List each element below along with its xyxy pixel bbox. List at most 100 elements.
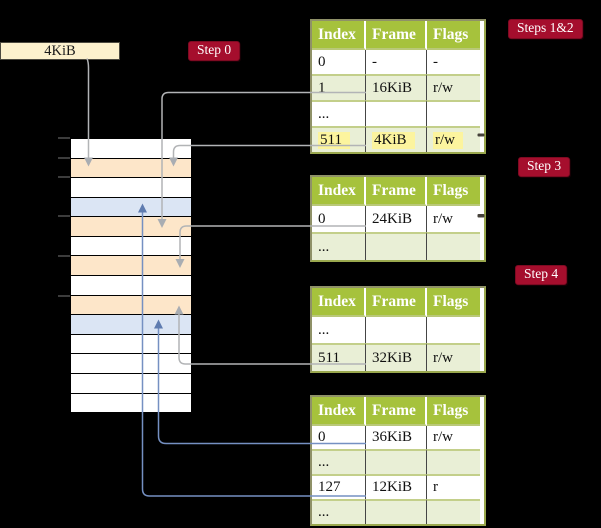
memory-row-white: [71, 373, 191, 394]
table-cell: 127: [312, 474, 366, 499]
table-cell: 36KiB: [366, 426, 427, 449]
table-cell: 511: [312, 126, 366, 152]
table-cell: 1: [312, 74, 366, 100]
column-header: Frame: [366, 397, 427, 426]
table-cell: r/w: [427, 206, 480, 232]
column-header: Frame: [366, 288, 427, 317]
table-cell: ...: [312, 317, 366, 343]
column-header: Flags: [427, 397, 480, 426]
table-cell: [366, 317, 427, 343]
memory-row-blue: [71, 197, 191, 218]
memory-row-peach: [71, 256, 191, 277]
frame-boundary-tick: [58, 136, 70, 139]
table-cell: [427, 317, 480, 343]
table-row: ...: [312, 232, 480, 260]
memory-row-white: [71, 276, 191, 296]
frame-boundary-tick: [58, 176, 70, 178]
table-cell: r/w: [427, 126, 480, 152]
table-cell: [427, 100, 480, 126]
table-cell: [427, 499, 480, 524]
table-row: ...: [312, 317, 480, 343]
column-header: Flags: [427, 288, 480, 317]
memory-row-peach: [71, 295, 191, 316]
column-header: Index: [312, 288, 366, 317]
table-cell: ...: [312, 449, 366, 474]
memory-row-peach: [71, 217, 191, 237]
column-header: Flags: [427, 21, 480, 50]
column-header: Index: [312, 397, 366, 426]
table-cell: 24KiB: [366, 206, 427, 232]
highlighted-value: 4KiB: [372, 131, 415, 149]
memory-row-white: [71, 178, 191, 198]
column-header: Index: [312, 21, 366, 50]
table-cell: 0: [312, 50, 366, 74]
table-row: 0--: [312, 50, 480, 74]
table-cell: [427, 449, 480, 474]
table-row: ...: [312, 100, 480, 126]
badge-step-0: Step 0: [188, 41, 241, 61]
table-cell: [366, 449, 427, 474]
memory-row-blue: [71, 315, 191, 335]
table-cell: ...: [312, 100, 366, 126]
table-cell: [366, 100, 427, 126]
table-cell: 4KiB: [366, 126, 427, 152]
badge-step-3: Step 3: [518, 157, 571, 177]
table-cell: [366, 232, 427, 260]
frame-boundary-tick: [58, 255, 70, 257]
table-cell: r/w: [427, 343, 480, 371]
table-cell: -: [427, 50, 480, 74]
badge-steps-1-2: Steps 1&2: [508, 19, 583, 39]
table-cell: [427, 232, 480, 260]
memory-row-peach: [71, 158, 191, 179]
memory-row-white: [71, 393, 191, 413]
table-cell: r: [427, 474, 480, 499]
column-header: Frame: [366, 177, 427, 206]
column-header: Frame: [366, 21, 427, 50]
table-cell: [366, 499, 427, 524]
table-cell: 16KiB: [366, 74, 427, 100]
memory-row-white: [71, 139, 191, 159]
memory-row-white: [71, 334, 191, 355]
highlighted-value: r/w: [433, 131, 463, 149]
frame-boundary-tick: [58, 215, 70, 217]
highlighted-value: 511: [318, 131, 350, 149]
column-header: Flags: [427, 177, 480, 206]
table-cell: 511: [312, 343, 366, 371]
memory-row-white: [71, 354, 191, 374]
table-cell: ...: [312, 232, 366, 260]
table-cell: 0: [312, 206, 366, 232]
frame-size-box: 4KiB: [0, 42, 120, 60]
table-cell: -: [366, 50, 427, 74]
table-row: ...: [312, 499, 480, 524]
memory-column: [70, 138, 192, 413]
table-cell: 12KiB: [366, 474, 427, 499]
frame-boundary-tick: [58, 294, 70, 297]
badge-step-4: Step 4: [515, 265, 568, 285]
table-cell: 0: [312, 426, 366, 449]
column-header: Index: [312, 177, 366, 206]
frame-boundary-tick: [58, 156, 70, 159]
table-cell: 32KiB: [366, 343, 427, 371]
table-cell: r/w: [427, 426, 480, 449]
memory-row-white: [71, 236, 191, 257]
table-row: 511 4KiB r/w: [312, 126, 480, 152]
table-row: ...: [312, 449, 480, 474]
